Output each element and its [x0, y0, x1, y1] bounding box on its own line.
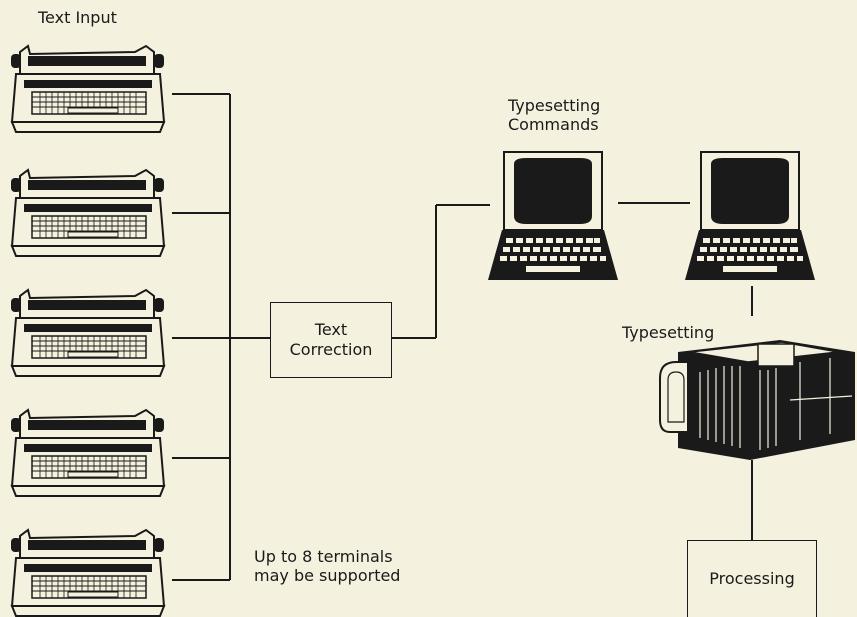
- typewriter-terminal-2: [10, 169, 165, 257]
- processing-text: Processing: [709, 569, 795, 588]
- typesetting-computer: [684, 151, 816, 281]
- typewriter-terminal-1: [10, 45, 165, 133]
- text-correction-line2: Correction: [289, 340, 373, 359]
- typesetting-commands-line2: Commands: [508, 115, 599, 134]
- terminals-note-line2: may be supported: [254, 566, 401, 585]
- typesetting-label: Typesetting: [622, 323, 714, 342]
- terminals-note: Up to 8 terminals may be supported: [254, 547, 400, 585]
- text-input-label: Text Input: [38, 8, 117, 27]
- typesetting-commands-computer: [487, 151, 619, 281]
- typewriter-terminal-5: [10, 529, 165, 617]
- typesetting-commands-line1: Typesetting: [508, 96, 601, 115]
- typesetting-text: Typesetting: [622, 323, 715, 342]
- text-input-text: Text Input: [38, 8, 117, 27]
- text-correction-line1: Text: [314, 320, 348, 339]
- correction-to-commands-line: [392, 204, 490, 339]
- typewriter-terminal-4: [10, 409, 165, 497]
- typesetter-machine: [659, 340, 855, 476]
- typewriter-terminal-3: [10, 289, 165, 377]
- typesetting-commands-label: Typesetting Commands: [508, 96, 600, 134]
- terminal-bus-lines: [172, 93, 270, 581]
- text-correction-box: Text Correction: [270, 302, 392, 378]
- processing-box: Processing: [687, 540, 817, 617]
- terminals-note-line1: Up to 8 terminals: [254, 547, 393, 566]
- computer-link-line: [618, 202, 753, 316]
